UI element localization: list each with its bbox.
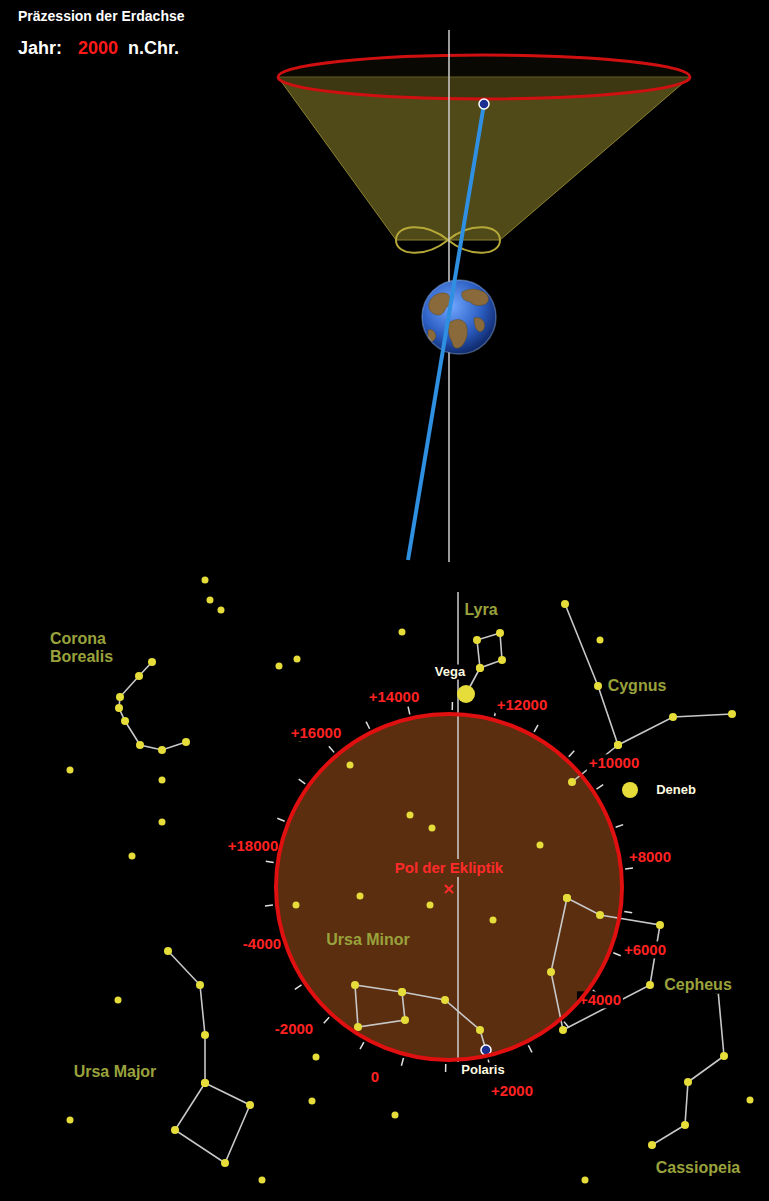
label-anchor: n.Chr. xyxy=(128,38,179,59)
label-anchor: Corona Borealis xyxy=(48,630,132,667)
ecliptic-pole-disc xyxy=(276,714,622,1060)
title-anchor: Präzession der Erdachse xyxy=(18,8,185,24)
year-mark: +6000 xyxy=(622,941,668,958)
reference-line xyxy=(457,592,459,1062)
label-anchor: Deneb xyxy=(654,783,698,798)
constellation-name: Cygnus xyxy=(606,677,669,695)
label-anchor: 0 xyxy=(369,1068,381,1085)
earth-axis xyxy=(408,104,484,560)
star-name: Polaris xyxy=(459,1063,506,1078)
year-mark: +12000 xyxy=(495,696,549,713)
year-mark: +8000 xyxy=(627,848,673,865)
star-name: Deneb xyxy=(654,783,698,798)
node-text: Pol der Ekliptik xyxy=(392,859,506,876)
label-anchor: +8000 xyxy=(627,848,673,865)
earth-globe xyxy=(422,280,496,354)
label-anchor: Polaris xyxy=(459,1063,506,1078)
circle-outline xyxy=(276,714,622,1060)
label-anchor: -2000 xyxy=(273,1020,315,1037)
year-mark: +14000 xyxy=(367,688,421,705)
label-anchor: 2000 xyxy=(78,38,118,59)
year-mark: -2000 xyxy=(273,1020,315,1037)
year-ticks xyxy=(265,702,633,1072)
label-anchor: Ursa Major xyxy=(72,1063,159,1081)
label-anchor: Jahr: xyxy=(18,38,62,59)
label-anchor: +6000 xyxy=(622,941,668,958)
precession-cone xyxy=(278,77,690,240)
precession-ellipse xyxy=(278,55,690,99)
axis-marker xyxy=(479,99,489,109)
constellation-name: Lyra xyxy=(462,601,499,619)
label-anchor: +10000 xyxy=(587,754,641,771)
precession-circle xyxy=(276,714,622,1060)
label-anchor: +16000 xyxy=(289,724,343,741)
diagram-title: Präzession der Erdachse xyxy=(18,8,185,24)
label-anchor: -4000 xyxy=(241,935,283,952)
constellation-name: Ursa Major xyxy=(72,1063,159,1081)
constellation-name: Cepheus xyxy=(662,976,734,994)
constellation-name: Cassiopeia xyxy=(654,1159,742,1177)
label-anchor: +12000 xyxy=(495,696,549,713)
label-anchor: +14000 xyxy=(367,688,421,705)
label-anchor: Ursa Minor xyxy=(324,931,412,949)
constellation-name: Ursa Minor xyxy=(324,931,412,949)
label-anchor: +18000 xyxy=(226,837,280,854)
year-mark: +16000 xyxy=(289,724,343,741)
label-anchor: +2000 xyxy=(489,1082,535,1099)
label-anchor: Cepheus xyxy=(662,976,734,994)
pole-mark xyxy=(445,885,453,893)
label-anchor: Cassiopeia xyxy=(654,1159,742,1177)
year-value: 2000 xyxy=(78,38,118,59)
year-mark: +10000 xyxy=(587,754,641,771)
label-anchor: Lyra xyxy=(462,601,499,619)
year-mark: +18000 xyxy=(226,837,280,854)
star-name: Vega xyxy=(433,665,467,680)
year-suffix: n.Chr. xyxy=(128,38,179,59)
constellation-name: Corona Borealis xyxy=(48,630,132,667)
label-anchor: Vega xyxy=(433,665,467,680)
label-anchor: Cygnus xyxy=(606,677,669,695)
year-mark: -4000 xyxy=(241,935,283,952)
constellation-lines xyxy=(119,604,732,1163)
nutation-loop xyxy=(396,227,500,253)
year-mark: 0 xyxy=(369,1068,381,1085)
year-mark: +2000 xyxy=(489,1082,535,1099)
ecliptic-circle: Pol der Ekliptik xyxy=(276,714,622,1060)
year-caption: Jahr: xyxy=(18,38,62,59)
stars xyxy=(67,577,754,1184)
